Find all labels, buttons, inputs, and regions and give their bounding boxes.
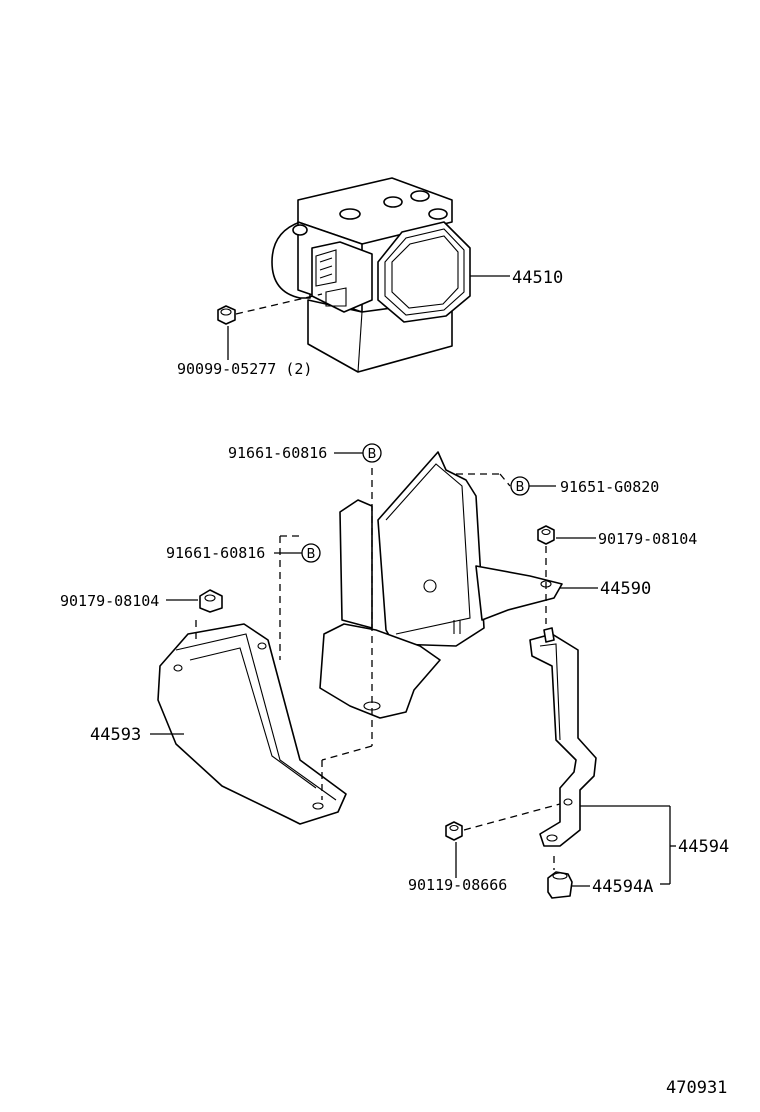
- label-nut-left: 90179-08104: [60, 592, 159, 610]
- bracket-right-drawing: [529, 627, 676, 885]
- svg-text:B: B: [307, 547, 316, 562]
- bolt-bottom-drawing: [445, 803, 561, 878]
- bolt-top-drawing: [217, 293, 323, 360]
- diagram-id: 470931: [666, 1078, 727, 1098]
- svg-text:B: B: [516, 480, 525, 495]
- svg-text:B: B: [368, 447, 377, 462]
- ref-marker-b-top: B: [334, 443, 382, 463]
- abs-actuator-drawing: [271, 177, 510, 373]
- label-bolt-top: 90099-05277 (2): [177, 360, 312, 378]
- bracket-main-drawing: [319, 451, 598, 719]
- dashed-guides: [279, 468, 547, 800]
- label-nut-right: 90179-08104: [598, 530, 697, 548]
- nut-left-drawing: [166, 589, 223, 640]
- cushion-drawing: [547, 856, 590, 899]
- bracket-left-drawing: [150, 623, 347, 825]
- label-actuator: 44510: [512, 268, 563, 288]
- label-bolt-b-left-top: 91661-60816: [228, 444, 327, 462]
- ref-marker-b-left: B: [274, 543, 321, 563]
- label-bolt-bottom: 90119-08666: [408, 876, 507, 894]
- nut-right-drawing: [537, 525, 596, 545]
- label-bolt-b-left-mid: 91661-60816: [166, 544, 265, 562]
- ref-marker-b-right: B: [510, 476, 556, 496]
- label-bracket-main: 44590: [600, 579, 651, 599]
- label-bracket-left: 44593: [90, 725, 141, 745]
- label-bolt-b-right: 91651-G0820: [560, 478, 659, 496]
- label-cushion: 44594A: [592, 877, 653, 897]
- label-bracket-right: 44594: [678, 837, 729, 857]
